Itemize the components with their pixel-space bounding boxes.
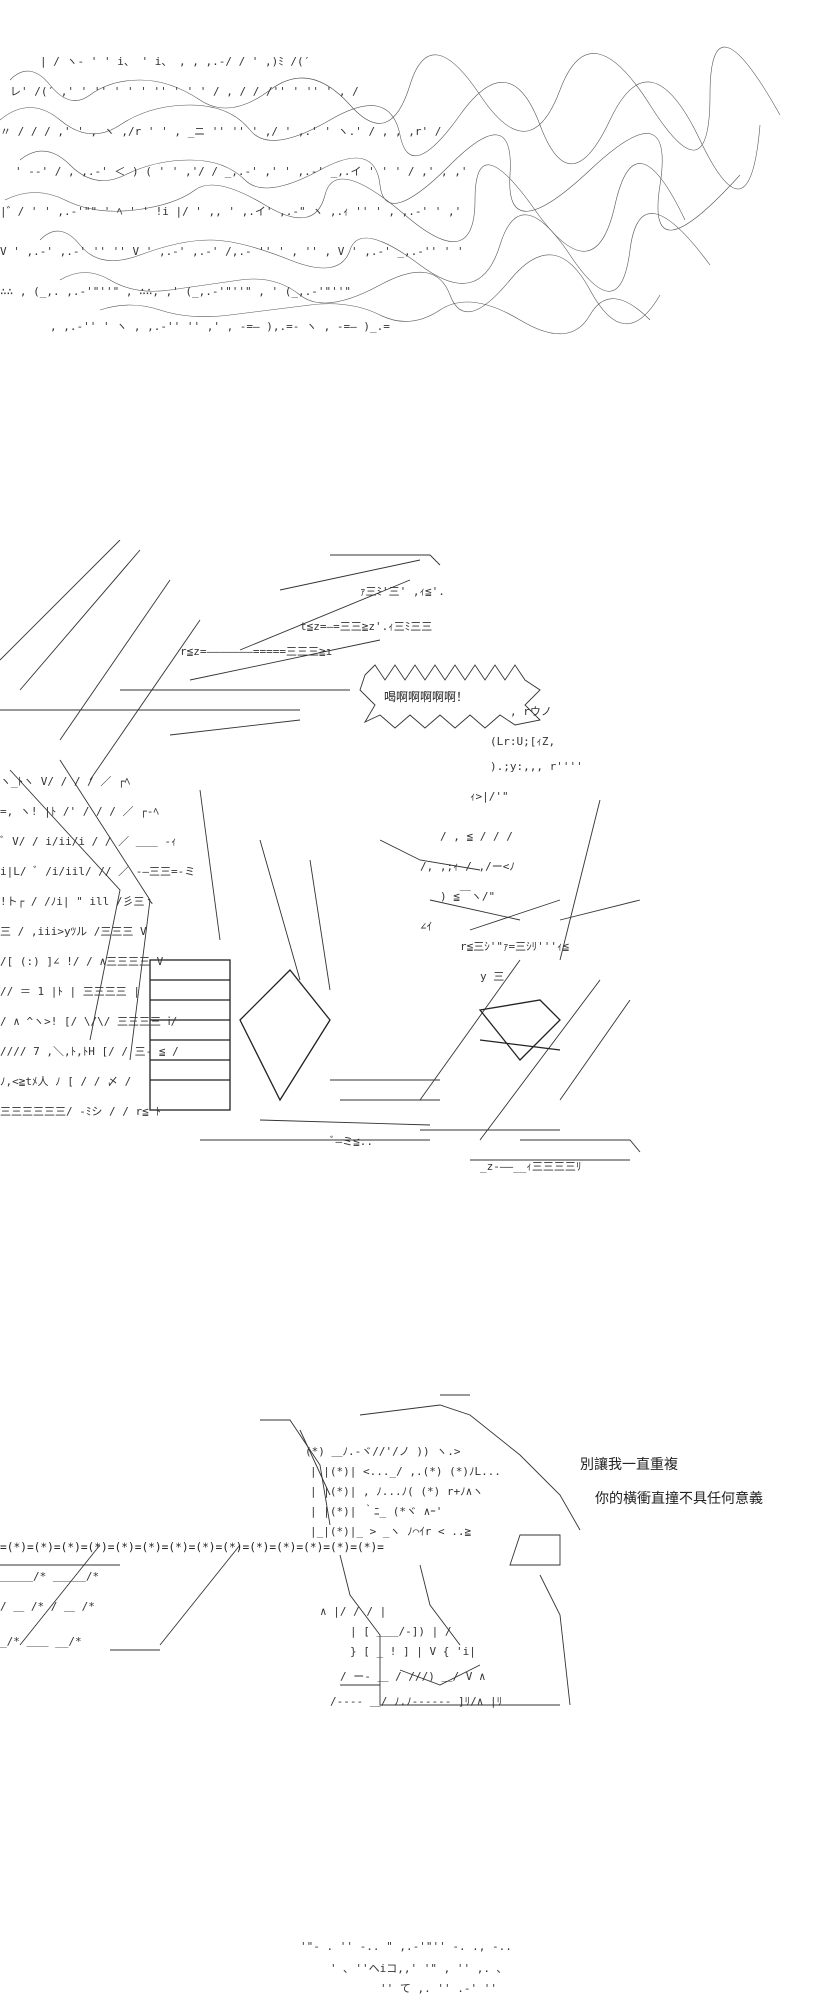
svg-text:| |(*)| , ﾉ...ﾉ( (*) r+ﾉ∧ヽ: | |(*)| , ﾉ...ﾉ( (*) r+ﾉ∧ヽ — [310, 1485, 483, 1498]
bottom-fragment-panel: '"- . '' -.. " ,.-'"'' -. ., -.. ' ､ ''ヘ… — [0, 1930, 823, 2000]
svg-text:＿＿＿/* ＿＿＿/*: ＿＿＿/* ＿＿＿/* — [0, 1570, 99, 1583]
svg-text:_/* ＿＿ __/*: _/* ＿＿ __/* — [0, 1635, 82, 1648]
dialogue-scene-art: (*) ＿ﾉ.-ヾ//'/ノ )) ヽ.> | |(*)| <..._/ ,.(… — [0, 1394, 581, 1708]
svg-text:/‐‐‐‐ ＿/ ﾉ.ﾉ‐‐‐‐‐‐ ]ﾘ/∧ |ﾘ: /‐‐‐‐ ＿/ ﾉ.ﾉ‐‐‐‐‐‐ ]ﾘ/∧ |ﾘ — [330, 1695, 502, 1708]
svg-text:=, ヽ! |ﾄ /' / / / ／ ┌‐ﾍ: =, ヽ! |ﾄ /' / / / ／ ┌‐ﾍ — [0, 805, 159, 818]
svg-text:/ ＿ /* / ＿ /*: / ＿ /* / ＿ /* — [0, 1600, 95, 1613]
svg-text:〃 / / / ,' ' , ヽ ,/r ' ' ,: 〃 / / / ,' ' , ヽ ,/r ' ' , _ニ '' '' ' ,/… — [0, 125, 441, 138]
svg-text:ﾞ V/ / i/ii/i / / ／ ＿＿ ‐: ﾞ V/ / i/ii/i / / ／ ＿＿ ‐ｨ — [0, 835, 176, 848]
svg-text:ｨ>|/'": ｨ>|/'" — [470, 790, 509, 803]
svg-text:'' て ,. '' .-' '': '' て ,. '' .-' '' — [380, 1982, 497, 1995]
svg-text:(*) ＿ﾉ.-ヾ//'/ノ )) ヽ.>: (*) ＿ﾉ.-ヾ//'/ノ )) ヽ.> — [305, 1445, 461, 1458]
svg-text:| [ ＿＿/‐]) | /: | [ ＿＿/‐]) | / — [350, 1625, 451, 1638]
caption-line-2: 你的橫衝直撞不具任何意義 — [595, 1491, 763, 1507]
svg-text:ﾉ,<≧tﾒ人 ﾉ [ / / 〆 /: ﾉ,<≧tﾒ人 ﾉ [ / / 〆 / — [0, 1075, 131, 1088]
svg-text:∧ |/ / / |: ∧ |/ / / | — [320, 1605, 386, 1618]
svg-text:| / ヽ- ' ' i、 ' i、 , ,: | / ヽ- ' ' i、 ' i、 , , ,.-/ / ' ,)ﾐ /(′ — [40, 55, 310, 68]
svg-text:// ＝ 1 |ﾄ | 三三三三 |: // ＝ 1 |ﾄ | 三三三三 | — [0, 985, 140, 998]
svg-text:レ' /(′ ,' ' '' ' ' ' '' ': レ' /(′ ,' ' '' ' ' ' '' ' ' ' / , / / /'… — [10, 85, 359, 98]
svg-text:ﾞ―ミ≦..: ﾞ―ミ≦.. — [330, 1135, 373, 1148]
svg-text:/[ (:) ]∠ !/ / ∧三三三三 V: /[ (:) ]∠ !/ / ∧三三三三 V — [0, 955, 164, 968]
speech-bubble-text: 喝啊啊啊啊啊！ — [384, 690, 469, 704]
svg-text:'"- . '' -.. " ,.-'"'' -.: '"- . '' -.. " ,.-'"'' -. ., -.. — [300, 1940, 512, 1953]
charge-scene-panel: ヽ_ﾄヽ V/ / / / ／ ┌ﾍ =, ヽ! |ﾄ /' / / / ／ ┌… — [0, 540, 823, 1200]
dialogue-scene-panel: (*) ＿ﾉ.-ヾ//'/ノ )) ヽ.> | |(*)| <..._/ ,.(… — [0, 1385, 823, 1715]
svg-text:).;y:,,, r'''': ).;y:,,, r'''' — [490, 760, 583, 773]
wave-scene-art: | / ヽ- ' ' i、 ' i、 , , ,.-/ / ' ,)ﾐ /(′ … — [0, 46, 781, 335]
svg-text:V ' ,.-' ,.-' '' '' V ': V ' ,.-' ,.-' '' '' V ' ,.-' ,.-' /,.- '… — [0, 245, 464, 258]
svg-text:|_|(*)|_ > _ヽ ﾉ⌒ｲr < ..≧: |_|(*)|_ > _ヽ ﾉ⌒ｲr < ..≧ — [310, 1525, 471, 1538]
svg-text:' ､ ''ヘiコ,,' '" , '' ,: ' ､ ''ヘiコ,,' '" , '' ,. ､ — [330, 1962, 502, 1975]
svg-text:| |(*)| <..._/ ,.(*) (*)ﾉL...: | |(*)| <..._/ ,.(*) (*)ﾉL... — [310, 1465, 501, 1478]
chain-text: =(*)=(*)=(*)=(*)=(*)=(*)=(*)=(*)=(*)=(*)… — [0, 1541, 384, 1554]
svg-text:| |(*)| ｀ﾆ_ (*ヾ ∧ｰ': | |(*)| ｀ﾆ_ (*ヾ ∧ｰ' — [310, 1503, 442, 1518]
svg-text:/ ー‐ ＿ / ///) ＿/ V ∧: / ー‐ ＿ / ///) ＿/ V ∧ — [340, 1670, 486, 1683]
svg-text:/, ,;ｨ / ,/ー<ﾉ: /, ,;ｨ / ,/ー<ﾉ — [420, 860, 515, 873]
svg-text:ｧ三ﾐ'三' ,ｨ≦'.: ｧ三ﾐ'三' ,ｨ≦'. — [360, 585, 445, 598]
caption-line-1: 別讓我一直重複 — [580, 1457, 678, 1473]
svg-text:t≦z=―=三三≧z'.ｨ三ﾐ三三: t≦z=―=三三≧z'.ｨ三ﾐ三三 — [300, 620, 432, 633]
svg-text:) ≦￣ヽ/": ) ≦￣ヽ/" — [440, 889, 495, 903]
svg-text:y 三: y 三 — [480, 970, 504, 983]
svg-text:r≦z=―――――――=====三三三≧ı: r≦z=―――――――=====三三三≧ı — [180, 645, 332, 658]
svg-text:三三三三三三/ -ﾐシ / / r≦ ﾄ: 三三三三三三/ -ﾐシ / / r≦ ﾄ — [0, 1105, 161, 1118]
svg-text:∠ｲ: ∠ｲ — [420, 920, 432, 933]
svg-text:(Lr:U;[ｨZ,: (Lr:U;[ｨZ, — [490, 735, 555, 748]
svg-text:' -‐' / , ,.-' ＜ ) ( ' ': ' -‐' / , ,.-' ＜ ) ( ' ' ,'/ / _,.-' ,' … — [15, 165, 467, 178]
svg-text://// 7 ,＼,ﾄ,ﾄH [/ / 三‐ ≦ /: //// 7 ,＼,ﾄ,ﾄH [/ / 三‐ ≦ / — [0, 1045, 179, 1058]
svg-text:三 / ,iii>yﾂル /三三三 V: 三 / ,iii>yﾂル /三三三 V — [0, 925, 147, 938]
svg-text:} [ _ ! ] | V { 'i|: } [ _ ! ] | V { 'i| — [350, 1645, 476, 1658]
svg-text:/ ∧ ^ヽ>! [/ \/\/ 三三三三 ⅰ/: / ∧ ^ヽ>! [/ \/\/ 三三三三 ⅰ/ — [0, 1015, 177, 1028]
svg-text:_z‐――__ｨ三三三三ﾘ: _z‐――__ｨ三三三三ﾘ — [480, 1160, 581, 1173]
charge-scene-art: ヽ_ﾄヽ V/ / / / ／ ┌ﾍ =, ヽ! |ﾄ /' / / / ／ ┌… — [0, 540, 641, 1173]
svg-text:i|L/ ﾞ /i/iil/ // ／ ‐―三三=‐ミ: i|L/ ﾞ /i/iil/ // ／ ‐―三三=‐ミ — [0, 865, 195, 878]
bottom-fragment-art: '"- . '' -.. " ,.-'"'' -. ., -.. ' ､ ''ヘ… — [300, 1940, 512, 1995]
svg-text:/ , ≦ / / /: / , ≦ / / / — [440, 830, 513, 843]
wave-scene-panel: | / ヽ- ' ' i、 ' i、 , , ,.-/ / ' ,)ﾐ /(′ … — [0, 40, 823, 370]
svg-text:r≦三ｼ'"ｧ=三ｼﾘ'''ｨ≦: r≦三ｼ'"ｧ=三ｼﾘ'''ｨ≦ — [460, 940, 569, 953]
svg-text:, ,.-'' ' ヽ , ,.-'' '': , ,.-'' ' ヽ , ,.-'' '' ,' , -=― ),.=- ヽ … — [50, 320, 390, 333]
svg-text:|゛/ ' ' ,.-'"" ' ﾍ ' ' !i: |゛/ ' ' ,.-'"" ' ﾍ ' ' !i |/ ' ,, ' ,.イ'… — [0, 205, 461, 218]
svg-text:∴∴ , (_,. ,.-'"''" , ∴∴,: ∴∴ , (_,. ,.-'"''" , ∴∴, ,' (_,.-'"''" ,… — [0, 285, 351, 298]
svg-text:ヽ_ﾄヽ V/ / / / ／ ┌ﾍ: ヽ_ﾄヽ V/ / / / ／ ┌ﾍ — [0, 775, 131, 788]
svg-text:!ト┌ / /ﾉi| " ill /彡三ヽ: !ト┌ / /ﾉi| " ill /彡三ヽ — [0, 895, 155, 908]
